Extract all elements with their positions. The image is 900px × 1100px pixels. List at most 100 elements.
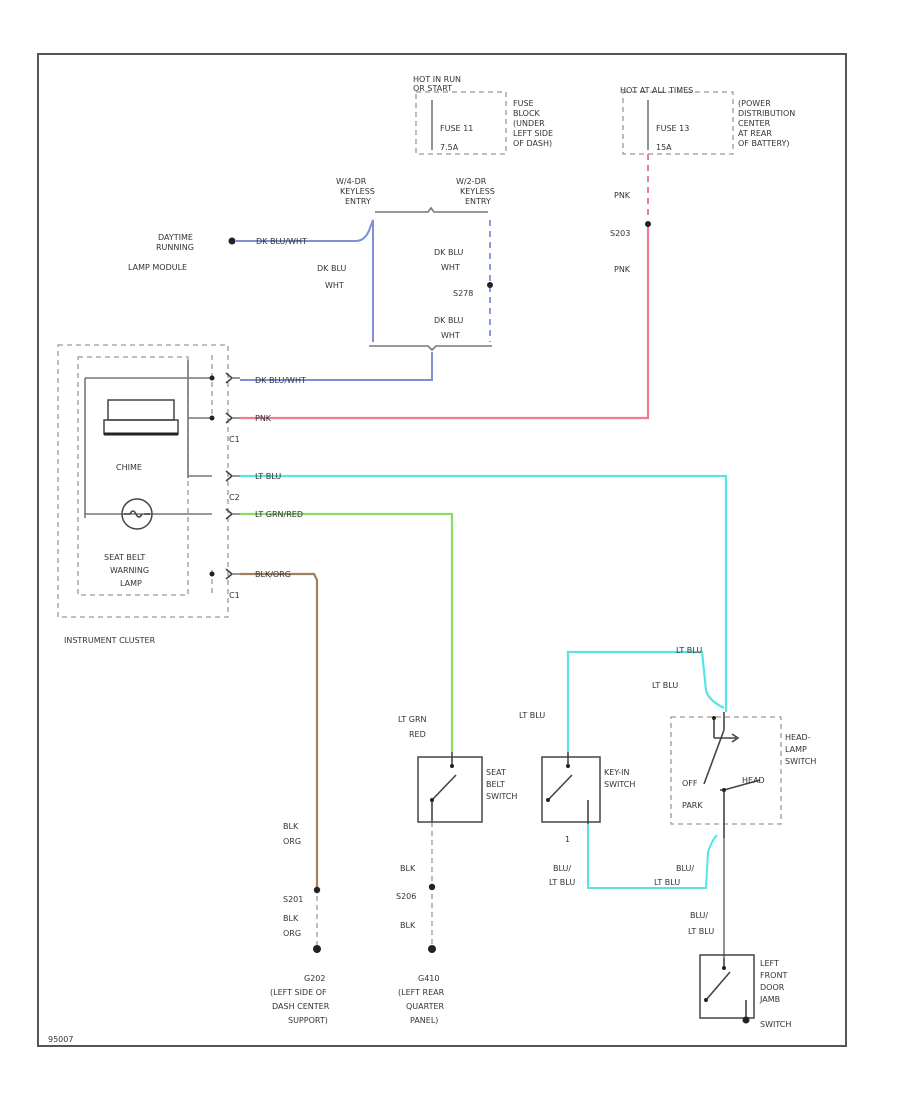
keyless-bracket xyxy=(375,206,488,213)
diagram-frame xyxy=(37,53,847,1047)
key-in-label-2: SWITCH xyxy=(604,780,635,789)
cluster-title: INSTRUMENT CLUSTER xyxy=(64,636,156,645)
pdc-label-3: CENTER xyxy=(738,119,771,128)
g410-label-2: (LEFT REAR xyxy=(398,988,445,997)
ground-g410: G410 (LEFT REAR QUARTER PANEL) xyxy=(398,945,445,1025)
g202-label-4: SUPPORT) xyxy=(288,1016,328,1025)
label-org-2: ORG xyxy=(283,929,301,938)
lamp-label-2: WARNING xyxy=(110,566,149,575)
fuse-11-label: FUSE 11 xyxy=(440,124,473,133)
label-wht-1: WHT xyxy=(325,281,344,290)
chime-label: CHIME xyxy=(116,463,142,472)
label-red: RED xyxy=(409,730,426,739)
connector-c2-label: C2 xyxy=(229,493,240,502)
fuse-13-box: HOT AT ALL TIMES FUSE 13 15A (POWER DIST… xyxy=(620,86,795,155)
label-blk-3: BLK xyxy=(283,914,299,923)
key-in-label-1: KEY-IN xyxy=(604,768,629,777)
headlamp-switch: OFF PARK HEAD HEAD- LAMP SWITCH xyxy=(670,712,816,838)
fuse-11-amps: 7.5A xyxy=(440,143,459,152)
seat-belt-label-1: SEAT xyxy=(486,768,506,777)
pdc-label-1: (POWER xyxy=(738,99,771,108)
g410-label-3: QUARTER xyxy=(406,1002,445,1011)
keyless-join xyxy=(369,345,492,352)
connector-c1-label: C1 xyxy=(229,435,240,444)
drl-label-2: RUNNING xyxy=(156,243,194,252)
label-blu-2: BLU/ xyxy=(676,864,694,873)
label-pnk-1: PNK xyxy=(614,191,631,200)
label-pnk-3: PNK xyxy=(255,414,272,423)
door-jamb-label-1: LEFT xyxy=(760,959,779,968)
lamp-label-3: LAMP xyxy=(120,579,142,588)
wire-blu-lt-blu xyxy=(587,824,718,889)
splice-s206-dot xyxy=(428,883,436,891)
headlamp-label-2: LAMP xyxy=(785,745,807,754)
wire-dk-blu-wht-cluster xyxy=(240,352,433,381)
door-jamb-label-5: SWITCH xyxy=(760,1020,791,1029)
four-door-label-3: ENTRY xyxy=(345,197,371,206)
splice-s206: S206 xyxy=(396,892,416,901)
seat-belt-label-2: BELT xyxy=(486,780,505,789)
fuse-11-box: HOT IN RUN OR START FUSE 11 7.5A FUSE BL… xyxy=(413,75,553,155)
four-door-label-1: W/4-DR xyxy=(336,177,367,186)
label-lt-grn-red: LT GRN/RED xyxy=(255,510,303,519)
hl-head-label: HEAD xyxy=(742,776,765,785)
connector-c1b-label: C1 xyxy=(229,591,240,600)
fuse-13-label: FUSE 13 xyxy=(656,124,689,133)
label-pnk-2: PNK xyxy=(614,265,631,274)
wire-blk-org xyxy=(240,572,319,888)
label-dk-blu-wht-1: DK BLU/WHT xyxy=(256,237,307,246)
fuse-block-label-1: FUSE xyxy=(513,99,534,108)
label-lt-blu-5: LT BLU xyxy=(549,878,575,887)
wire-lt-blu-cluster xyxy=(240,474,728,712)
drl-label-3: LAMP MODULE xyxy=(128,263,187,272)
splice-s201-dot xyxy=(313,886,321,894)
g202-label-3: DASH CENTER xyxy=(272,1002,330,1011)
label-blk-5: BLK xyxy=(400,921,416,930)
wire-lt-blu-keyin xyxy=(566,650,725,752)
label-lt-blu-6: LT BLU xyxy=(654,878,680,887)
label-wht-3: WHT xyxy=(441,331,460,340)
label-blk-2: BLK xyxy=(283,822,299,831)
splice-s201: S201 xyxy=(283,895,303,904)
splice-s203-dot xyxy=(645,221,651,227)
label-lt-blu-7: LT BLU xyxy=(688,927,714,936)
chime-icon xyxy=(103,399,179,436)
pdc-label-5: OF BATTERY) xyxy=(738,139,790,148)
label-dk-blu-3: DK BLU xyxy=(434,316,463,325)
key-in-switch: KEY-IN SWITCH 1 xyxy=(541,752,635,844)
footer-id: 95007 xyxy=(48,1035,73,1044)
g410-label-1: G410 xyxy=(418,974,439,983)
label-blu-1: BLU/ xyxy=(553,864,571,873)
wire-dk-blu-wht-drl xyxy=(236,219,374,342)
splice-s278: S278 xyxy=(453,289,473,298)
lamp-icon xyxy=(121,498,153,530)
two-door-label-3: ENTRY xyxy=(465,197,491,206)
label-wht-2: WHT xyxy=(441,263,460,272)
ground-g202: G202 (LEFT SIDE OF DASH CENTER SUPPORT) xyxy=(270,945,330,1025)
hl-park-label: PARK xyxy=(682,801,703,810)
headlamp-label-1: HEAD- xyxy=(785,733,811,742)
label-blk-4: BLK xyxy=(400,864,416,873)
label-dk-blu-2: DK BLU xyxy=(434,248,463,257)
label-lt-blu-1: LT BLU xyxy=(255,472,281,481)
hl-off-label: OFF xyxy=(682,779,698,788)
fuse-block-label-4: LEFT SIDE xyxy=(513,129,553,138)
key-in-pin: 1 xyxy=(565,835,570,844)
wire-pnk xyxy=(240,225,650,420)
wires xyxy=(236,154,728,958)
seat-belt-switch: SEAT BELT SWITCH xyxy=(417,752,517,823)
label-blu-3: BLU/ xyxy=(690,911,708,920)
pdc-label-4: AT REAR xyxy=(738,129,772,138)
instrument-cluster: CHIME SEAT BELT WARNING LAMP C1 C2 C1 IN… xyxy=(57,344,240,645)
fuse-13-amps: 15A xyxy=(656,143,672,152)
two-door-label-2: KEYLESS xyxy=(460,187,495,196)
seat-belt-label-3: SWITCH xyxy=(486,792,517,801)
drl-connector xyxy=(228,237,236,245)
hot-all-label: HOT AT ALL TIMES xyxy=(620,86,693,95)
door-jamb-label-4: JAMB xyxy=(759,995,780,1004)
splice-s203: S203 xyxy=(610,229,630,238)
label-dk-blu-wht-2: DK BLU/WHT xyxy=(255,376,306,385)
g202-label-1: G202 xyxy=(304,974,325,983)
g410-label-4: PANEL) xyxy=(410,1016,438,1025)
